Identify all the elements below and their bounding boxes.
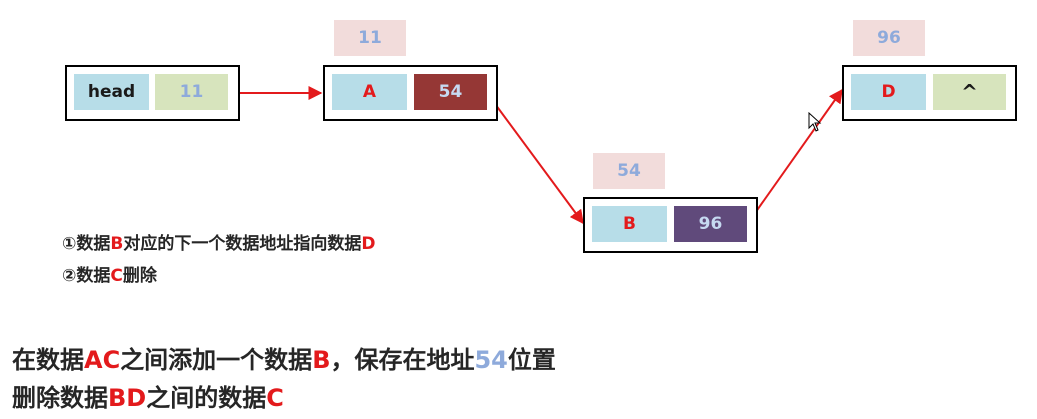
- summary-1-ac: AC: [84, 346, 121, 374]
- node-a: A 54: [323, 65, 498, 121]
- step-2-node-c: C: [110, 266, 123, 286]
- summary-1-b: B: [312, 346, 331, 374]
- summary-2-bd: BD: [108, 384, 147, 412]
- node-head: head 11: [65, 65, 240, 121]
- edge-a-to-b: [486, 92, 584, 225]
- step-2-suffix: 删除: [122, 266, 157, 286]
- summary-2-p1: 删除数据: [12, 384, 108, 412]
- node-b-data: B: [592, 206, 667, 242]
- node-head-label: head: [74, 74, 149, 110]
- summary-1-p2: 之间添加一个数据: [120, 346, 313, 374]
- address-label-a: 11: [334, 20, 406, 56]
- edge-b-to-d: [747, 88, 843, 224]
- mouse-cursor-icon: [808, 112, 822, 132]
- node-a-data: A: [332, 74, 407, 110]
- summary-1-p3: ，保存在地址: [330, 346, 475, 374]
- summary-1-address: 54: [474, 346, 508, 374]
- step-1-middle: 对应的下一个数据地址指向数据: [123, 234, 362, 254]
- address-label-b: 54: [593, 153, 665, 189]
- summary-2-p2: 之间的数据: [146, 384, 267, 412]
- step-1-text: ①数据B对应的下一个数据地址指向数据D: [62, 229, 376, 254]
- node-b: B 96: [583, 197, 758, 253]
- step-1-node-b: B: [110, 234, 124, 254]
- step-1-prefix: ①数据: [62, 234, 111, 254]
- step-2-prefix: ②数据: [62, 266, 111, 286]
- step-2-text: ②数据C删除: [62, 261, 157, 286]
- node-d-data: D: [851, 74, 926, 110]
- summary-1-p4: 位置: [507, 346, 556, 374]
- node-head-pointer: 11: [155, 74, 228, 110]
- node-d: D ^: [842, 65, 1017, 121]
- address-label-d: 96: [853, 20, 925, 56]
- node-d-pointer: ^: [933, 74, 1006, 110]
- node-a-pointer: 54: [414, 74, 487, 110]
- summary-line-2: 删除数据BD之间的数据C: [12, 378, 284, 413]
- summary-1-p1: 在数据: [12, 346, 84, 374]
- summary-2-c: C: [266, 384, 284, 412]
- node-b-pointer: 96: [674, 206, 747, 242]
- summary-line-1: 在数据AC之间添加一个数据B，保存在地址54位置: [12, 340, 556, 375]
- step-1-node-d: D: [361, 234, 376, 254]
